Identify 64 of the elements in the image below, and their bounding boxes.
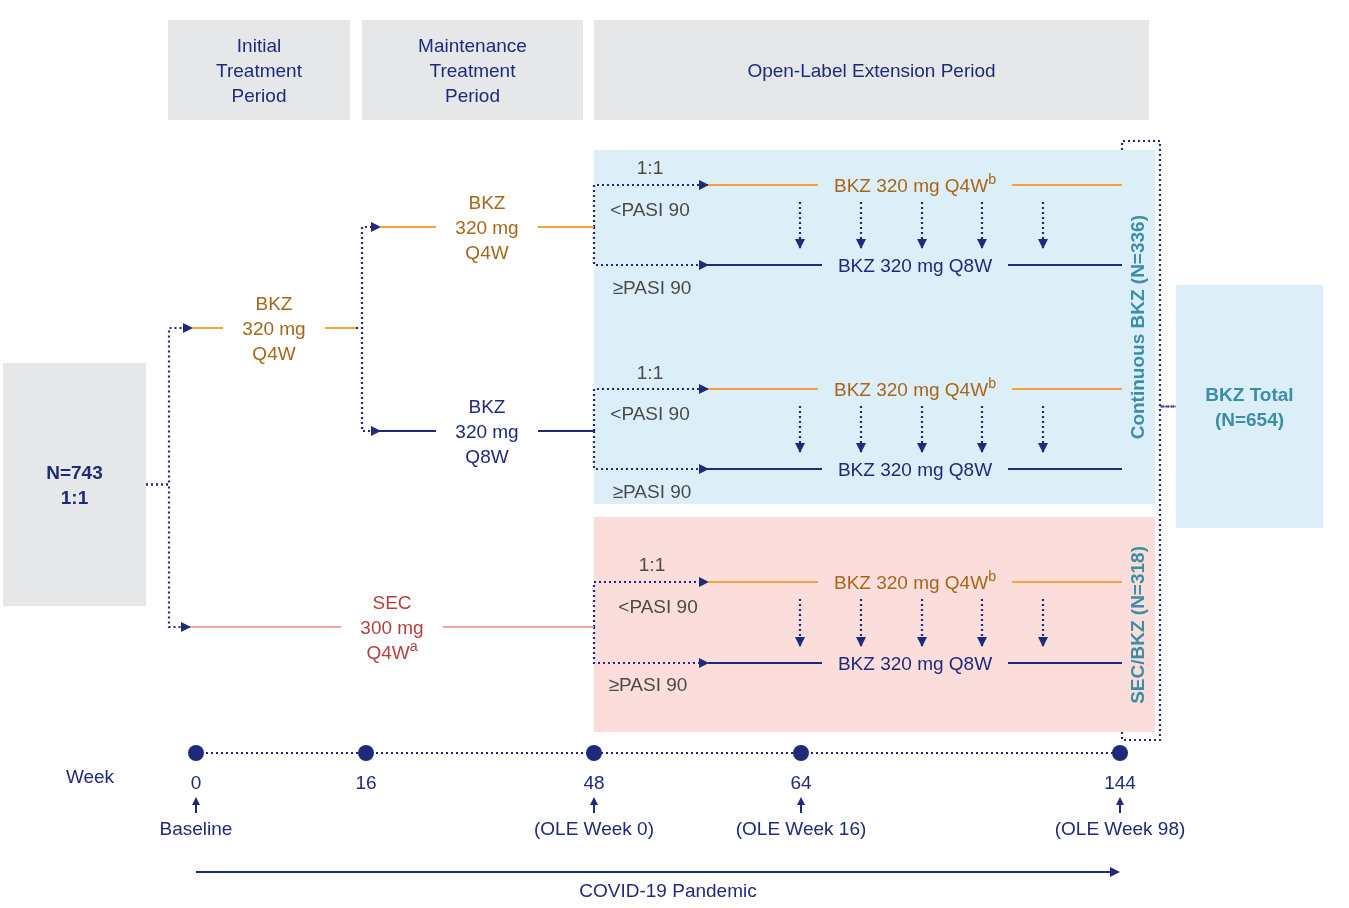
arrow xyxy=(795,599,805,647)
tick-label: 48 xyxy=(583,771,605,795)
arrow xyxy=(917,202,927,249)
dose-label: BKZ 320 mg Q8W xyxy=(837,651,993,676)
arrow xyxy=(1038,202,1048,249)
arrow xyxy=(592,384,709,431)
period-label: COVID-19 Pandemic xyxy=(579,879,757,903)
timepoint-label: (OLE Week 16) xyxy=(735,817,867,841)
arrow xyxy=(1038,599,1048,647)
arrow xyxy=(592,577,709,627)
randomization-box: N=743 1:1 xyxy=(3,363,146,606)
arrow xyxy=(592,431,709,474)
arrow xyxy=(856,202,866,249)
response-label: ≥PASI 90 xyxy=(608,673,688,697)
arrow xyxy=(856,599,866,647)
response-label: ≥PASI 90 xyxy=(612,480,692,504)
group-panel xyxy=(594,150,1155,504)
timepoint-label: (OLE Week 98) xyxy=(1054,817,1186,841)
arrow xyxy=(146,483,191,632)
arrow xyxy=(856,406,866,453)
ratio-label: 1:1 xyxy=(638,553,666,577)
response-label: <PASI 90 xyxy=(610,198,690,222)
arrow xyxy=(795,406,805,453)
dose-label: BKZ 320 mg Q4W$^{b}$ xyxy=(833,172,997,198)
tick-label: 16 xyxy=(355,771,377,795)
group-panel xyxy=(594,517,1155,732)
response-label: ≥PASI 90 xyxy=(612,276,692,300)
arrow xyxy=(592,227,709,270)
dose-label: BKZ 320 mg Q4W xyxy=(241,291,307,366)
group-label: SEC/BKZ (N=318) xyxy=(1126,545,1149,704)
arrow xyxy=(592,180,709,227)
ratio-label: 1:1 xyxy=(636,361,664,385)
total-box: BKZ Total (N=654) xyxy=(1176,285,1323,528)
timepoint-label: (OLE Week 0) xyxy=(534,817,654,841)
dose-label: SEC 300 mg Q4W$^{a}$ xyxy=(359,590,425,665)
arrow xyxy=(917,406,927,453)
dose-label: BKZ 320 mg Q8W xyxy=(837,457,993,482)
arrow xyxy=(977,406,987,453)
response-label: <PASI 90 xyxy=(618,595,698,619)
arrow xyxy=(917,599,927,647)
arrow xyxy=(1038,406,1048,453)
connector-line xyxy=(1120,405,1176,742)
dose-label: BKZ 320 mg Q4W$^{b}$ xyxy=(833,569,997,595)
period-header: Maintenance Treatment Period xyxy=(362,20,583,120)
ratio-label: 1:1 xyxy=(636,156,664,180)
arrow xyxy=(795,202,805,249)
tick-label: 64 xyxy=(790,771,812,795)
period-header: Initial Treatment Period xyxy=(168,20,350,120)
connector-line xyxy=(1120,139,1176,408)
arrow xyxy=(592,627,709,668)
dose-label: BKZ 320 mg Q8W xyxy=(837,253,993,278)
response-label: <PASI 90 xyxy=(610,402,690,426)
period-header: Open-Label Extension Period xyxy=(594,20,1149,120)
tick-label: 144 xyxy=(1104,771,1136,795)
dose-label: BKZ 320 mg Q4W xyxy=(454,190,520,265)
axis-label: Week xyxy=(65,765,115,789)
group-label: Continuous BKZ (N=336) xyxy=(1126,214,1149,440)
arrow xyxy=(356,326,381,436)
timepoint-label: Baseline xyxy=(159,817,233,841)
dose-label: BKZ 320 mg Q8W xyxy=(454,394,520,469)
arrow xyxy=(977,202,987,249)
dose-label: BKZ 320 mg Q4W$^{b}$ xyxy=(833,376,997,402)
arrow xyxy=(977,599,987,647)
tick-label: 0 xyxy=(190,771,202,795)
